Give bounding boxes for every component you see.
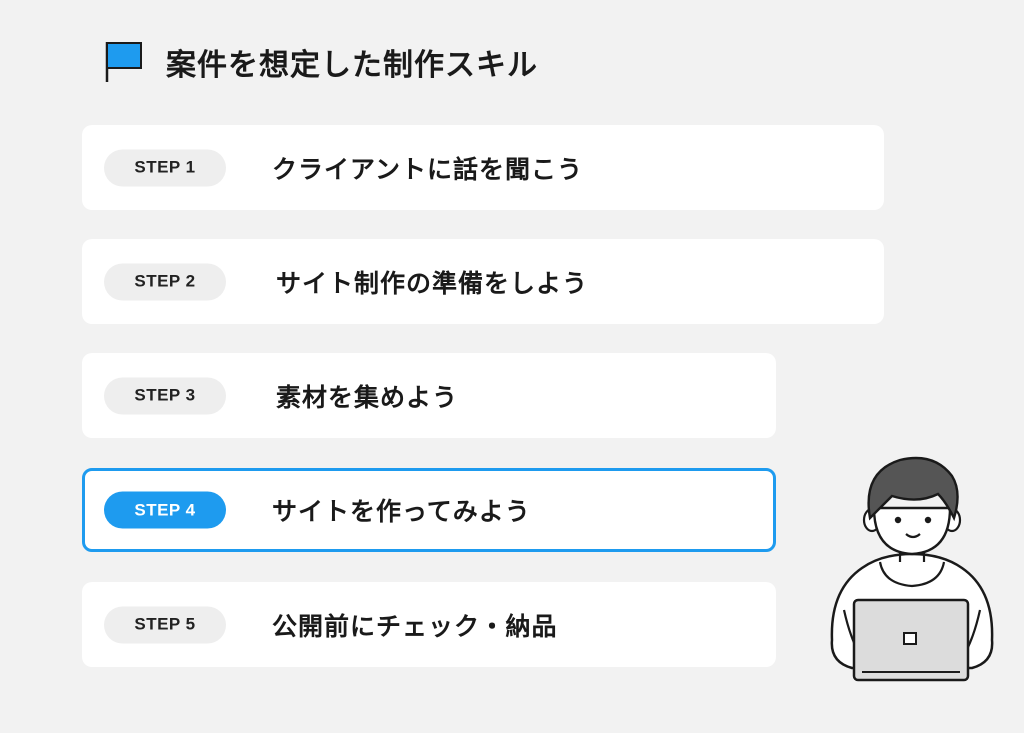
step-label: 素材を集めよう bbox=[276, 382, 459, 412]
page-title: 案件を想定した制作スキル bbox=[166, 48, 538, 83]
step-label: クライアントに話を聞こう bbox=[272, 154, 584, 184]
step-badge: STEP 2 bbox=[104, 263, 226, 300]
step-card-2[interactable]: STEP 2 サイト制作の準備をしよう bbox=[82, 239, 884, 324]
step-card-5[interactable]: STEP 5 公開前にチェック・納品 bbox=[82, 582, 776, 667]
step-card-4[interactable]: STEP 4 サイトを作ってみよう bbox=[82, 468, 776, 552]
step-label: 公開前にチェック・納品 bbox=[272, 611, 558, 641]
step-card-3[interactable]: STEP 3 素材を集めよう bbox=[82, 353, 776, 438]
step-badge-active: STEP 4 bbox=[104, 491, 226, 529]
section-header: 案件を想定した制作スキル bbox=[104, 40, 538, 84]
step-card-1[interactable]: STEP 1 クライアントに話を聞こう bbox=[82, 125, 884, 210]
step-label: サイトを作ってみよう bbox=[272, 497, 531, 526]
step-badge: STEP 1 bbox=[104, 149, 226, 186]
step-badge: STEP 5 bbox=[104, 606, 226, 643]
step-label: サイト制作の準備をしよう bbox=[276, 268, 589, 298]
person-with-laptop-illustration bbox=[830, 456, 994, 682]
flag-icon bbox=[105, 42, 142, 82]
step-badge: STEP 3 bbox=[104, 377, 226, 414]
